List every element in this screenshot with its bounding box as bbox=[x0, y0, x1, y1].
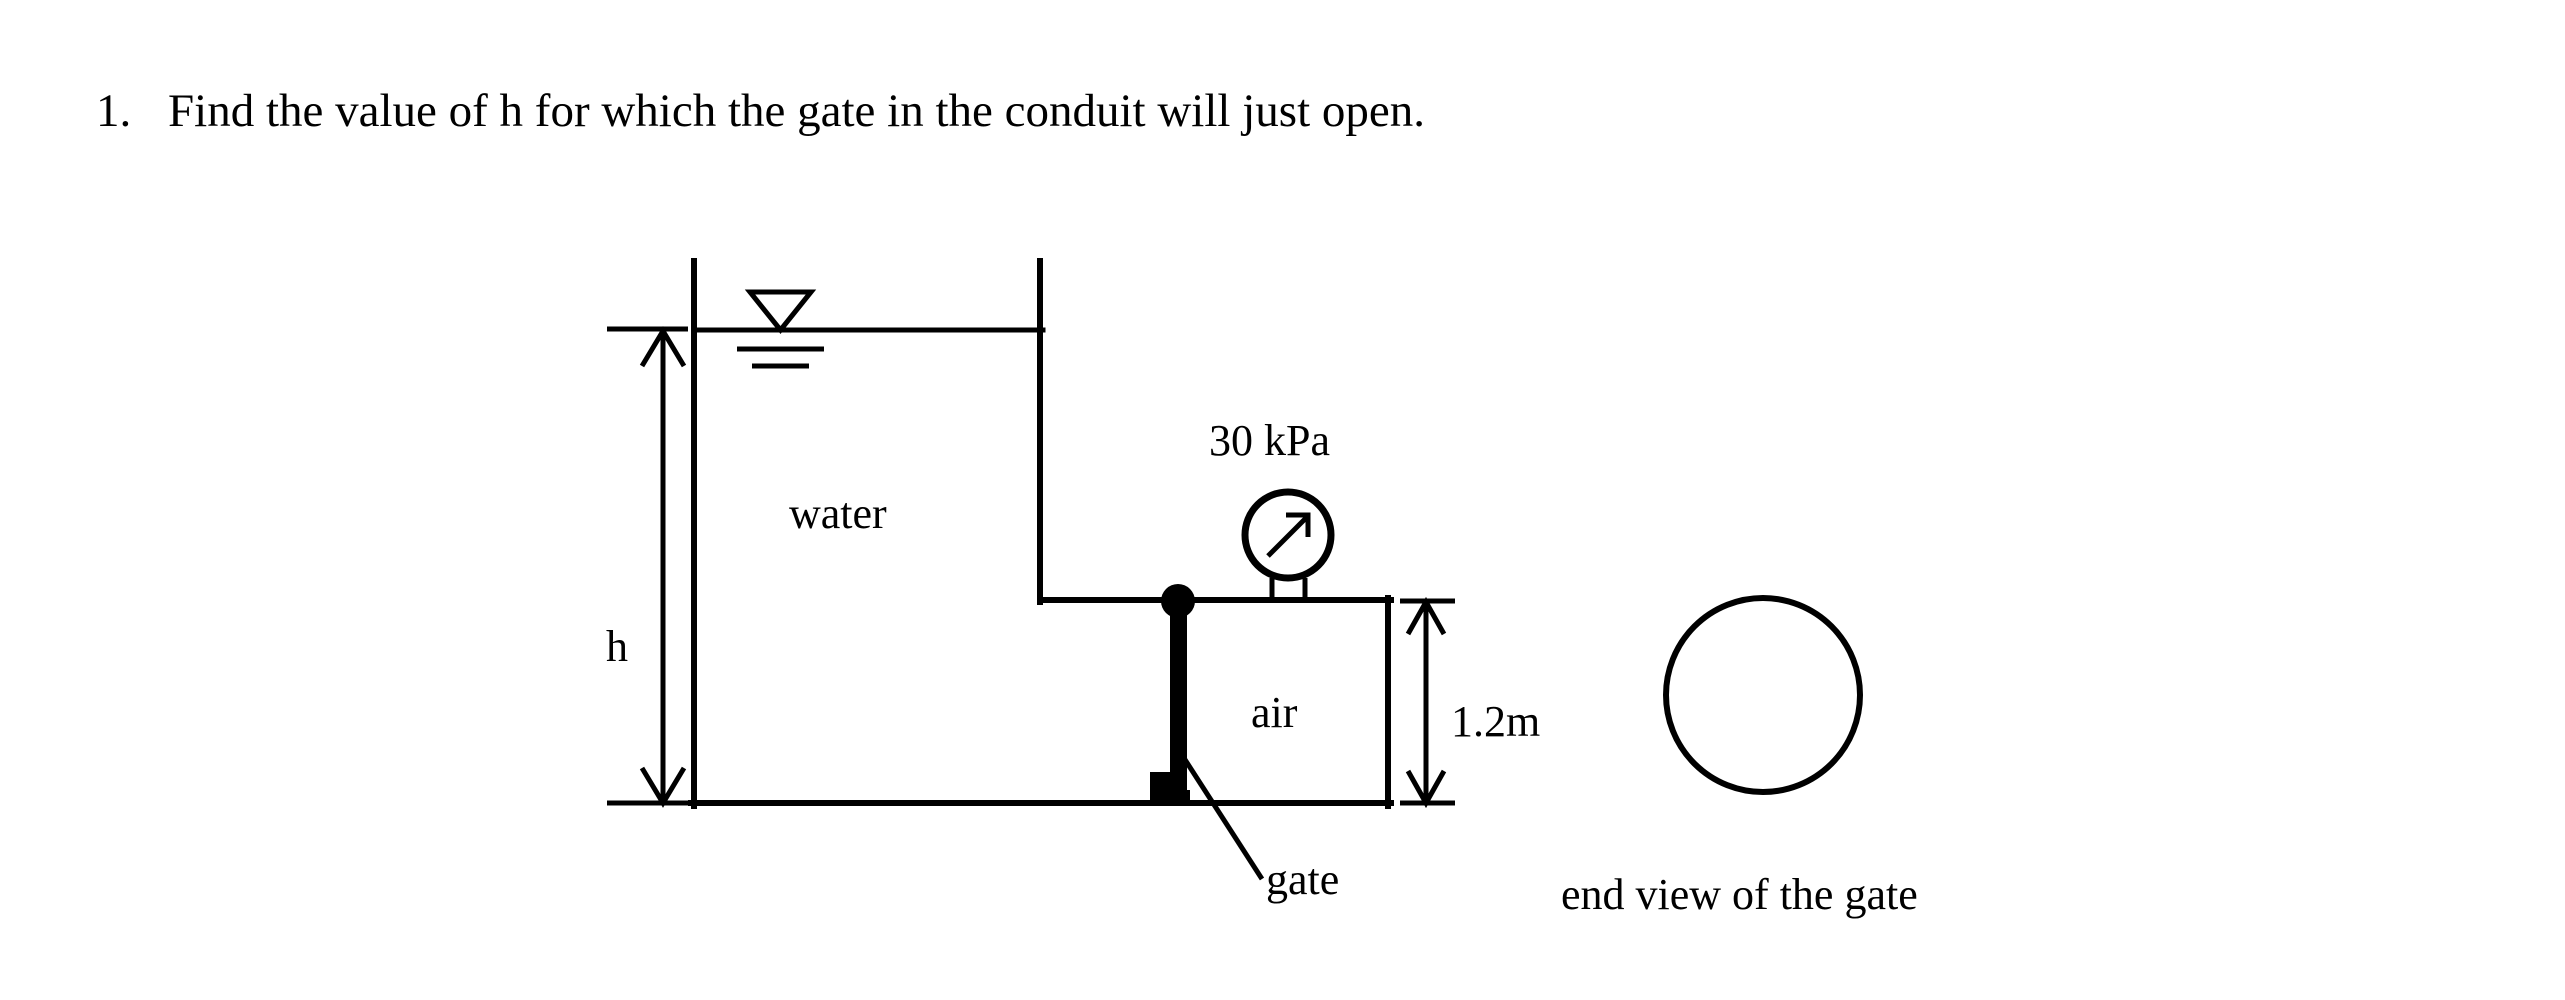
circular-gate-end-view-icon bbox=[1663, 595, 1863, 795]
water-region-label: water bbox=[789, 489, 887, 538]
gate-plate bbox=[1170, 598, 1187, 805]
water-surface-level-icon bbox=[737, 289, 824, 369]
air-region-label: air bbox=[1251, 688, 1298, 737]
gauge-pressure-label: 30 kPa bbox=[1209, 416, 1330, 465]
gate-stop-block-foot bbox=[1150, 790, 1190, 806]
problem-statement: 1. Find the value of h for which the gat… bbox=[96, 86, 2396, 137]
leader-line-icon bbox=[1179, 753, 1265, 881]
gate-callout-label: gate bbox=[1266, 855, 1340, 904]
end-view-caption: end view of the gate bbox=[1561, 870, 1918, 919]
problem-text: Find the value of h for which the gate i… bbox=[168, 85, 1425, 137]
depth-dimension-label: h bbox=[606, 622, 628, 671]
pressure-gauge-icon bbox=[1241, 488, 1335, 601]
dimension-arrow-vertical-icon bbox=[607, 326, 688, 808]
dimension-arrow-double-vertical-icon bbox=[1400, 596, 1455, 809]
gauge-needle-arrow-icon bbox=[1266, 512, 1311, 558]
problem-number: 1. bbox=[96, 85, 132, 137]
gate-assembly bbox=[1150, 584, 1195, 806]
chamber-height-label: 1.2m bbox=[1451, 697, 1541, 746]
